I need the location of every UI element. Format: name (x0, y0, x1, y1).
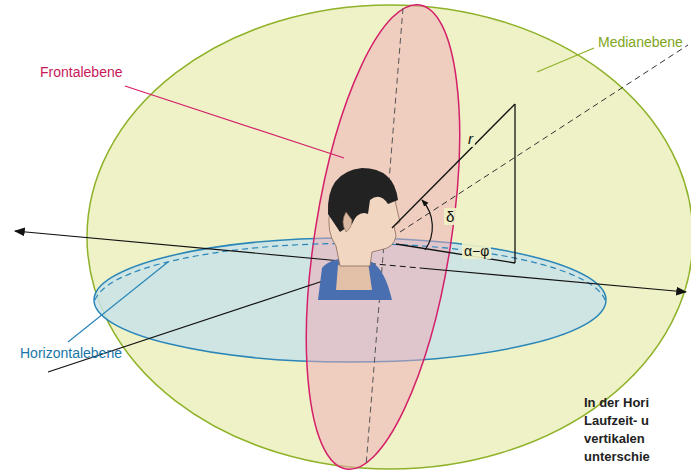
caption-text: In der Hori (584, 396, 649, 411)
caption-text: vertikalen (584, 432, 645, 447)
caption-text: Laufzeit- u (584, 414, 649, 429)
projection-line (514, 104, 515, 263)
leader-line (125, 86, 344, 158)
leader-line (68, 262, 168, 342)
plane-label: Horizontalebene (20, 345, 122, 361)
radius-vector (392, 104, 515, 228)
plane-label: Medianebene (598, 34, 683, 50)
frontal-plane (279, 0, 487, 474)
angle-label: α−φ (462, 243, 491, 259)
head-figure (318, 168, 400, 300)
angle-arc (422, 200, 432, 250)
axis-line (400, 45, 688, 232)
leader-line (537, 48, 594, 72)
plane-label: Frontalebene (40, 64, 123, 80)
projection-line (396, 244, 515, 263)
angle-label: δ (444, 208, 456, 225)
vector-label: r (466, 130, 475, 147)
caption-text: unterschie (584, 450, 650, 465)
axis-line (420, 268, 686, 292)
axis-line (15, 231, 330, 260)
